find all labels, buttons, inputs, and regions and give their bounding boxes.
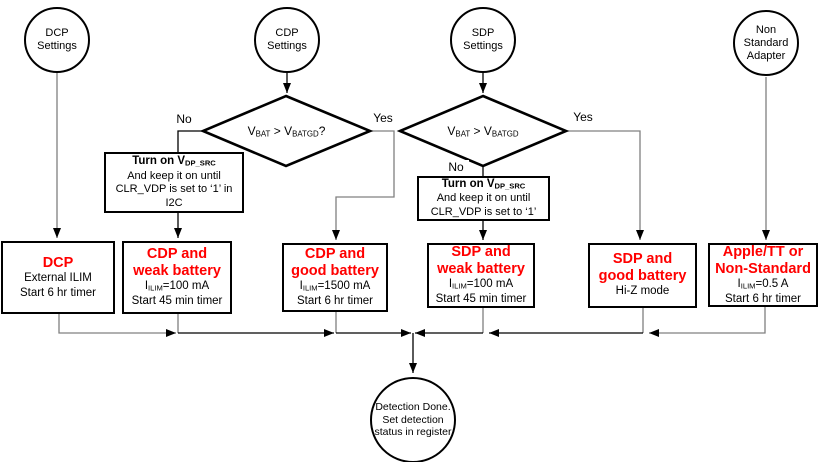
bold-text: Turn on V: [441, 177, 495, 190]
process-line: And keep it on until: [127, 169, 221, 182]
var-name: V: [447, 123, 456, 138]
start-circle-non-standard-adapter: Non Standard Adapter: [733, 10, 799, 76]
result-box-sdp-good-battery: SDP and good battery Hi-Z mode: [588, 243, 697, 308]
result-box-dcp: DCP External ILIM Start 6 hr timer: [1, 241, 115, 314]
start-circle-cdp-settings: CDP Settings: [254, 7, 320, 73]
edge-label-sdp-no: No: [443, 160, 469, 174]
edge-label-cdp-no: No: [170, 112, 198, 126]
edge-label-cdp-yes: Yes: [368, 111, 398, 125]
result-box-cdp-weak-battery: CDP and weak battery IILIM=100 mA Start …: [122, 241, 232, 314]
start-circle-sdp-settings: SDP Settings: [450, 7, 516, 73]
decision-diamond-cdp: [199, 94, 374, 168]
label-line: Settings: [463, 40, 503, 52]
result-title: weak battery: [133, 263, 221, 280]
edge-label-sdp-yes: Yes: [566, 110, 600, 124]
var-name: V: [284, 123, 293, 138]
result-title: weak battery: [437, 261, 525, 278]
label-line: Set detection: [382, 413, 444, 426]
start-circle-dcp-settings: DCP Settings: [24, 7, 90, 73]
detail-text: =1500 mA: [317, 280, 371, 293]
decision-diamond-sdp: [396, 94, 570, 168]
result-box-apple-tt-non-standard: Apple/TT or Non-Standard IILIM=0.5 A Sta…: [708, 243, 818, 307]
detail-text: I: [144, 280, 149, 293]
connector-sdp-yes-branch: [566, 130, 644, 240]
label-line: Settings: [267, 40, 307, 52]
var-subscript: BATGD: [292, 129, 319, 139]
label-line: Adapter: [746, 49, 786, 62]
result-title: CDP and: [146, 246, 208, 263]
detail-text: I: [448, 278, 453, 291]
detail-text: I: [737, 277, 741, 290]
process-line: CLR_VDP is set to ‘1’: [430, 205, 537, 218]
process-box-turn-on-vdpsrc-cdp: Turn on VDP_SRC And keep it on until CLR…: [104, 152, 244, 213]
decision-text-cdp: VBAT > VBATGD?: [203, 96, 370, 166]
detail-text: Start 45 min timer: [435, 293, 527, 306]
label-line: CDP: [275, 27, 299, 39]
detail-subscript: ILIM: [740, 281, 756, 291]
result-title: SDP and: [612, 251, 673, 268]
detail-subscript: ILIM: [148, 283, 163, 293]
result-title: good battery: [598, 268, 687, 285]
label-line: Detection Done.: [375, 401, 451, 414]
detail-text: I: [299, 280, 303, 293]
process-line: And keep it on until: [436, 192, 531, 205]
label-line: Standard: [743, 36, 789, 49]
var-name: V: [483, 123, 492, 138]
var-name: V: [247, 123, 256, 138]
detail-text: Start 6 hr timer: [724, 292, 802, 305]
bold-subscript: DP_SRC: [185, 158, 216, 168]
detail-text: =100 mA: [162, 280, 210, 293]
detail-text: Start 45 min timer: [131, 295, 223, 308]
detail-text: =100 mA: [466, 278, 514, 291]
detail-text: Start 6 hr timer: [19, 286, 97, 299]
var-subscript: BATGD: [491, 129, 519, 139]
result-title: SDP and: [451, 244, 511, 261]
label-line: SDP: [471, 27, 495, 39]
result-title: CDP and: [304, 246, 366, 263]
result-title: DCP: [42, 254, 74, 271]
label-line: Non: [755, 23, 777, 36]
detail-text: Hi-Z mode: [615, 285, 670, 298]
operator: >: [270, 123, 285, 138]
detail-text: Start 6 hr timer: [296, 295, 374, 308]
result-title: Apple/TT or: [722, 243, 804, 260]
var-subscript: BAT: [255, 129, 271, 139]
detail-text: External ILIM: [24, 271, 92, 284]
detail-subscript: ILIM: [302, 283, 318, 293]
label-line: status in register: [374, 426, 452, 439]
result-title: good battery: [291, 263, 379, 280]
decision-text-sdp: VBAT > VBATGD: [400, 96, 566, 166]
connector-apple-box-to-merge: [649, 307, 766, 337]
connector-cdp-yes-branch: [332, 130, 395, 240]
end-circle-detection-done: Detection Done. Set detection status in …: [370, 377, 456, 462]
detail-text: =0.5 A: [755, 277, 789, 290]
var-subscript: BAT: [455, 129, 471, 139]
bold-text: Turn on V: [132, 154, 186, 167]
result-box-sdp-weak-battery: SDP and weak battery IILIM=100 mA Start …: [427, 243, 535, 308]
bold-subscript: DP_SRC: [494, 180, 526, 190]
result-box-cdp-good-battery: CDP and good battery IILIM=1500 mA Start…: [282, 243, 388, 312]
operator: >: [470, 123, 484, 138]
result-title: Non-Standard: [715, 260, 811, 277]
connector-cdp-no-branch: [177, 130, 203, 152]
label-line: DCP: [45, 27, 69, 39]
process-box-turn-on-vdpsrc-sdp: Turn on VDP_SRC And keep it on until CLR…: [417, 176, 550, 221]
detail-subscript: ILIM: [452, 281, 467, 291]
connector-dcp-box-to-merge: [58, 313, 176, 337]
label-line: Settings: [37, 40, 77, 52]
question-mark: ?: [318, 123, 326, 138]
process-line: CLR_VDP is set to ‘1’ in I2C: [115, 183, 233, 209]
